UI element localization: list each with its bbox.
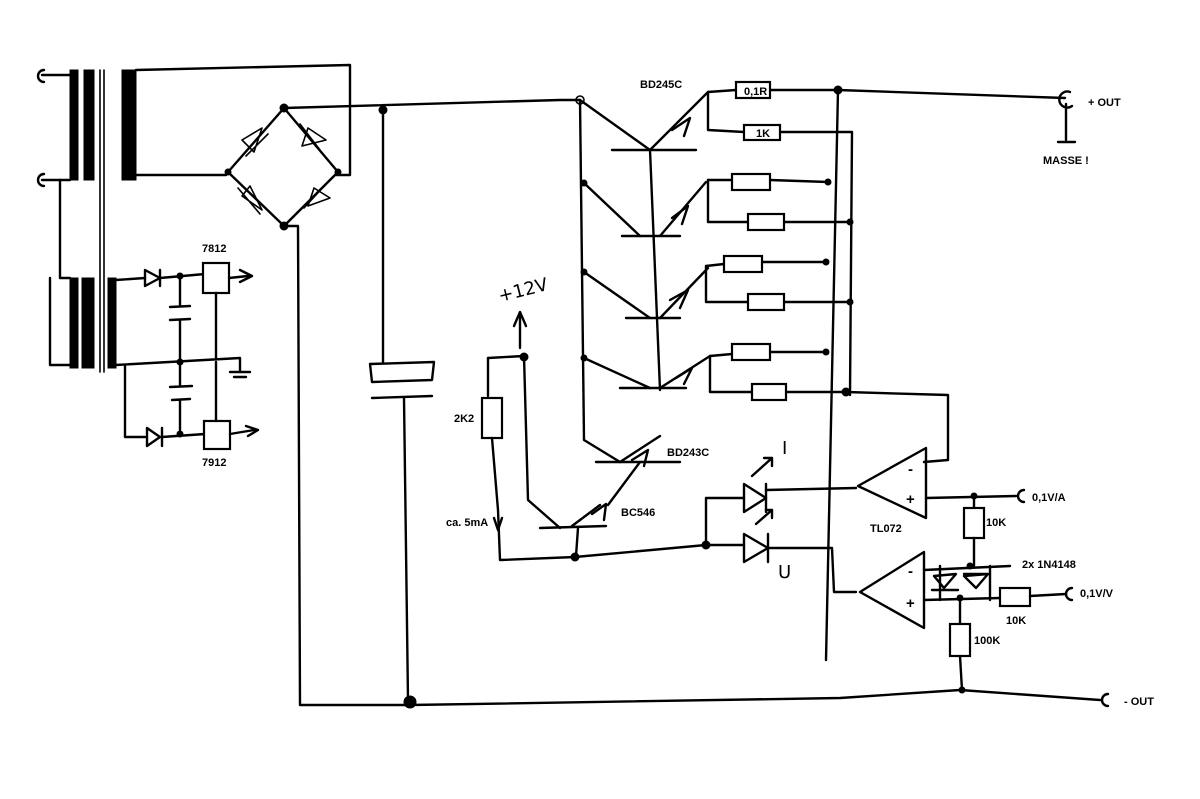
label-0-1r: 0,1R <box>744 86 767 98</box>
label-tl072: TL072 <box>870 523 902 535</box>
label-2k2: 2K2 <box>454 413 474 425</box>
opamp1-plus: + <box>906 491 915 508</box>
output-plus-terminal <box>1056 90 1077 144</box>
label-out-plus: + OUT <box>1088 97 1121 109</box>
led-voltage <box>701 508 858 594</box>
label-10k-b: 10K <box>1006 615 1026 627</box>
smoothing-capacitor <box>368 108 436 709</box>
opamp1-minus: - <box>908 461 913 478</box>
label-10k-a: 10K <box>986 517 1006 529</box>
transformer <box>40 63 352 373</box>
mains-input-terminals <box>36 68 46 188</box>
label-led-u: U <box>778 562 791 583</box>
driver-transistor-bd243c <box>594 434 682 507</box>
auxiliary-supply <box>114 268 252 448</box>
emitter-resistor-network <box>704 80 1067 662</box>
label-masse: MASSE ! <box>1043 155 1089 167</box>
opamp2-plus: + <box>906 595 915 612</box>
feedback-network <box>930 492 1068 694</box>
regulator-7812 <box>201 261 254 360</box>
label-led-i: I <box>782 438 787 459</box>
bridge-rectifier <box>224 103 342 231</box>
label-bc546: BC546 <box>621 507 655 519</box>
opamp-current <box>856 446 1018 520</box>
opamp2-minus: - <box>908 563 913 580</box>
label-1n4148: 2x 1N4148 <box>1022 559 1076 571</box>
label-7912: 7912 <box>202 457 226 469</box>
label-bd243c: BD243C <box>667 447 709 459</box>
label-bd245c: BD245C <box>640 79 682 91</box>
label-100k: 100K <box>974 635 1000 647</box>
voltage-monitor-terminal <box>1064 586 1074 602</box>
led-current <box>704 456 858 547</box>
label-1k: 1K <box>756 128 770 140</box>
bias-network <box>480 310 708 562</box>
label-5ma: ca. 5mA <box>446 517 488 529</box>
output-minus-terminal <box>1100 692 1110 708</box>
label-7812: 7812 <box>202 243 226 255</box>
current-monitor-terminal <box>1016 488 1026 504</box>
label-plus-12v: +12V <box>496 274 551 307</box>
positive-rail <box>282 98 582 110</box>
pass-transistor-array <box>575 90 712 464</box>
label-0-1v-a: 0,1V/A <box>1032 492 1066 504</box>
label-0-1v-v: 0,1V/V <box>1080 588 1114 600</box>
regulator-7912 <box>202 360 260 451</box>
label-out-minus: - OUT <box>1124 696 1154 708</box>
